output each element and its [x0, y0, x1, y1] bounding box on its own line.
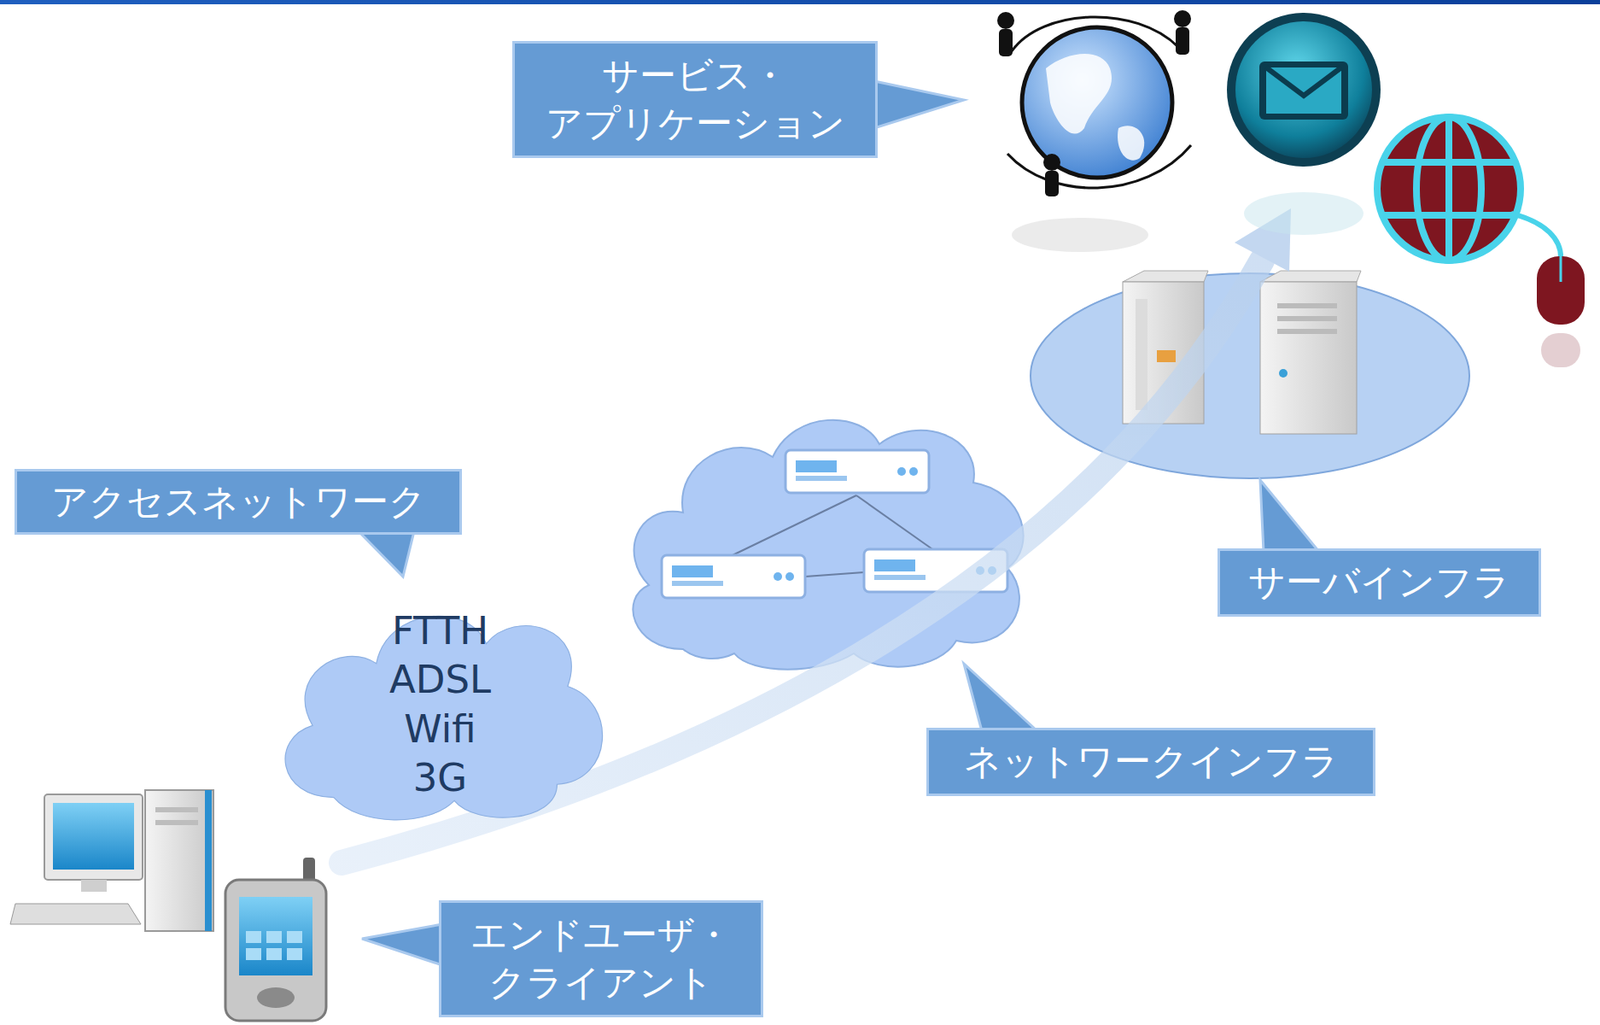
access-type-label: 3G: [413, 753, 468, 802]
access-type-label: Wifi: [403, 704, 476, 754]
callout-text: サービス・ アプリケーション: [530, 52, 860, 148]
access-type-label: ADSL: [389, 654, 491, 704]
network-cloud: [632, 420, 1023, 670]
top-bar: [0, 0, 1600, 5]
callout-text: エンドユーザ・ クライアント: [456, 910, 746, 1007]
phone-icon: [225, 857, 327, 1021]
callout-text: サーバインフラ: [1248, 558, 1511, 607]
access-network-cloud: FTTHADSLWifi3G: [262, 581, 618, 827]
pc-icon: [10, 789, 214, 931]
network-infra-callout: ネットワークインフラ: [926, 727, 1376, 796]
router-icons: [661, 449, 1008, 598]
service-callout: サービス・ アプリケーション: [512, 40, 878, 158]
server-infra-callout: サーバインフラ: [1217, 548, 1542, 617]
callout-text: アクセスネットワーク: [51, 478, 427, 526]
mail-icon: [1226, 12, 1381, 235]
end-user-callout: エンドユーザ・ クライアント: [438, 899, 764, 1017]
web-icon: [1377, 116, 1585, 368]
access-type-label: FTTH: [391, 606, 489, 655]
callout-text: ネットワークインフラ: [963, 737, 1339, 786]
access-network-callout: アクセスネットワーク: [14, 468, 462, 535]
callout-tails: [358, 81, 1320, 965]
world-globe-icon: [997, 10, 1192, 252]
